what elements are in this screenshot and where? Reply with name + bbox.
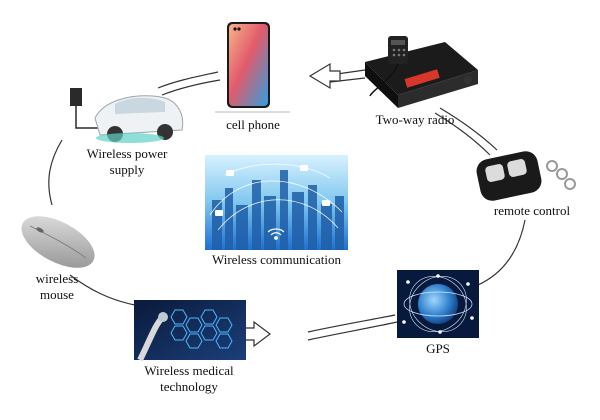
connector-gps-to-remote (477, 219, 526, 286)
mobile-radio-transceiver-icon (365, 36, 478, 108)
computer-mouse-icon (21, 216, 95, 268)
connector-mouse-to-medical (69, 274, 136, 306)
node-label-cell-phone: cell phone (226, 117, 280, 132)
globe-satellite-network-icon (397, 270, 479, 338)
connector-remote-to-radio (434, 107, 498, 156)
wifi-icon (267, 228, 285, 240)
arrow-right-icon (243, 320, 271, 348)
medical-network-icon (134, 300, 246, 362)
key-fob-remote-icon (476, 151, 576, 201)
smartphone-icon (215, 22, 290, 113)
node-label-wireless-medical-technology: Wireless medical technology (144, 363, 234, 394)
node-label-remote-control: remote control (493, 203, 571, 218)
connector-radio-to-phone (308, 62, 366, 90)
node-label-gps: GPS (426, 341, 450, 356)
node-label-two-way-radio: Two-way radio (375, 112, 455, 127)
connector-phone-to-power-supply (157, 71, 221, 96)
node-label-wireless-power-supply: Wireless power supply (86, 146, 168, 177)
connector-medical-to-gps (243, 314, 398, 348)
wireless-communication-city-icon (205, 155, 348, 250)
arrow-left-icon (308, 62, 341, 90)
center-label-wireless-communication: Wireless communication (211, 252, 342, 267)
node-label-wireless-mouse: wireless mouse (35, 271, 79, 302)
ev-wireless-charging-icon (70, 88, 184, 143)
connector-power-supply-to-mouse (48, 139, 63, 206)
